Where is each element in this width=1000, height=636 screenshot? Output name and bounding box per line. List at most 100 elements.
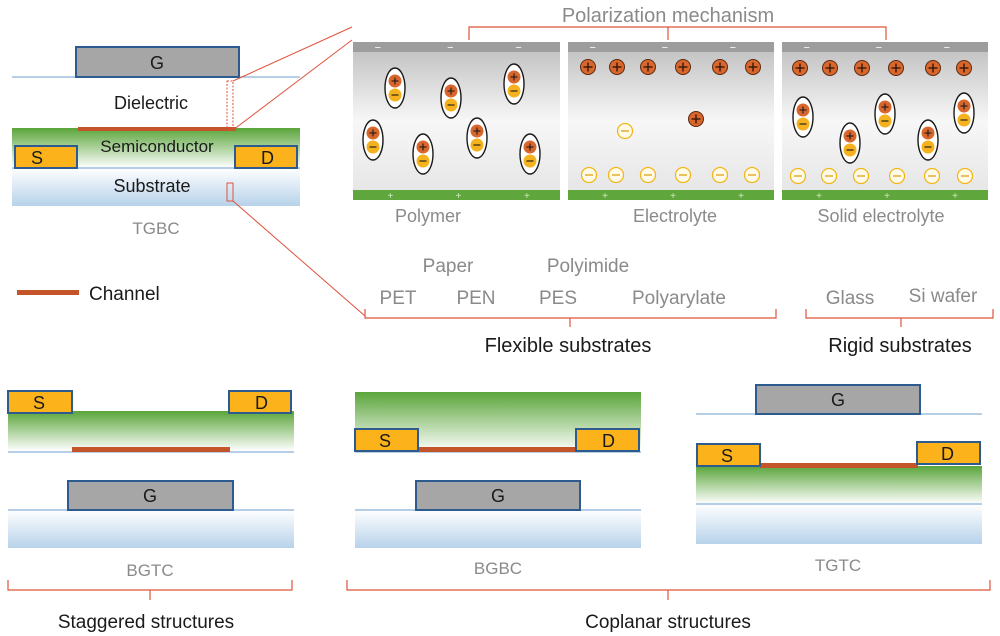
tgbc-structure: G Dielectric S D Semiconductor Substrate… (12, 46, 300, 238)
bgtc-gate (67, 480, 234, 511)
electrolyte-cation (712, 59, 728, 75)
solid-electrolyte-cation (822, 60, 838, 76)
tgbc-drain-label: D (261, 148, 274, 168)
bgbc-substrate-layer (355, 510, 641, 548)
tgbc-caption: TGBC (132, 219, 179, 238)
bgtc-substrate-layer (8, 510, 294, 548)
rigid-substrates-label: Rigid substrates (828, 335, 971, 357)
mechanism-panels: −+−+−+−+−+−+−+−+−+ (353, 42, 988, 202)
bgbc-source (354, 428, 419, 452)
electrode-minus-sign: − (804, 42, 810, 54)
tgtc-gate-label: G (831, 390, 845, 410)
solid-electrolyte-dipole (792, 96, 814, 138)
panel-electrolyte: −+−+−+ (568, 42, 774, 202)
panel-background (568, 42, 774, 200)
tgtc-substrate-layer (696, 504, 982, 544)
channel-legend: Channel (17, 284, 160, 305)
tgbc-channel (78, 127, 236, 131)
bgtc-drain-label: D (255, 393, 268, 413)
tgtc-source-label: S (721, 446, 733, 466)
electrolyte-anion (711, 166, 729, 184)
tgtc-channel (760, 463, 918, 468)
bgbc-drain-label: D (602, 431, 615, 451)
tgtc-drain-label: D (941, 444, 954, 464)
tgtc-source (696, 443, 761, 467)
electrode-plus-sign: + (456, 191, 462, 202)
bgbc-drain (575, 428, 640, 452)
bgtc-source (7, 390, 73, 414)
tgtc-caption: TGTC (815, 556, 861, 575)
electrode-minus-sign: − (375, 42, 381, 54)
solid-electrolyte-cation (956, 60, 972, 76)
electrolyte-anion (616, 122, 634, 140)
electrolyte-cation (688, 111, 704, 127)
electrode-plus-sign: + (738, 191, 744, 202)
substrate-polyimide: Polyimide (547, 256, 629, 277)
bgtc-drain (228, 390, 292, 414)
solid-electrolyte-anion (852, 167, 870, 185)
bgbc-caption: BGBC (474, 559, 522, 578)
panel-polymer: −+−+−+ (353, 42, 560, 202)
panel-top-electrode (782, 42, 988, 52)
substrate-pen: PEN (456, 288, 495, 309)
panel-top-electrode (568, 42, 774, 52)
dielectric-zoom-line-top (232, 26, 353, 82)
substrate-polyarylate: Polyarylate (632, 288, 726, 309)
polymer-dipole (362, 119, 384, 161)
bgtc-structure: S D G BGTC (7, 390, 294, 580)
electrolyte-cation (609, 59, 625, 75)
electrode-plus-sign: + (524, 191, 530, 202)
substrates-section: Paper Polyimide PET PEN PES Polyarylate … (364, 256, 994, 357)
electrode-minus-sign: − (515, 42, 521, 54)
polymer-dipole (466, 117, 488, 159)
tgtc-drain (916, 441, 981, 465)
electrode-minus-sign: − (447, 42, 453, 54)
channel-legend-label: Channel (89, 284, 160, 305)
substrate-si-wafer: Si wafer (909, 286, 978, 307)
electrolyte-cation (675, 59, 691, 75)
electrolyte-cation (745, 59, 761, 75)
substrate-zoom-line (232, 200, 366, 317)
flexible-bracket (364, 309, 777, 319)
electrolyte-anion (639, 166, 657, 184)
bgbc-source-label: S (379, 431, 391, 451)
tgbc-substrate-layer (12, 168, 300, 206)
panel-bottom-electrode (568, 190, 774, 200)
tgbc-source (14, 145, 78, 169)
tgtc-structure: G S D TGTC (696, 384, 982, 575)
electrode-minus-sign: − (662, 42, 668, 54)
substrate-glass: Glass (826, 288, 875, 309)
bgtc-source-label: S (33, 393, 45, 413)
solid-electrolyte-cation (792, 60, 808, 76)
tgtc-gate (755, 384, 921, 415)
solid-electrolyte-cation (925, 60, 941, 76)
tgbc-substrate-label: Substrate (113, 176, 190, 196)
electrolyte-cation (640, 59, 656, 75)
electrode-plus-sign: + (816, 191, 822, 202)
flexible-substrates-label: Flexible substrates (485, 335, 652, 357)
electrode-minus-sign: − (876, 42, 882, 54)
electrolyte-anion (607, 166, 625, 184)
panel-bottom-electrode (782, 190, 988, 200)
substrate-pet: PET (380, 288, 417, 309)
tgbc-source-label: S (31, 148, 43, 168)
polymer-dipole (440, 77, 462, 119)
tgbc-semiconductor-label: Semiconductor (100, 137, 214, 156)
bgtc-channel (72, 447, 230, 452)
solid-electrolyte-anion (923, 167, 941, 185)
electrode-minus-sign: − (944, 42, 950, 54)
electrode-plus-sign: + (670, 191, 676, 202)
panel-top-electrode (353, 42, 560, 52)
bgbc-gate-label: G (491, 486, 505, 506)
polymer-dipole (384, 67, 406, 109)
panel-label-polymer: Polymer (395, 206, 461, 226)
electrode-plus-sign: + (952, 191, 958, 202)
coplanar-structures-label: Coplanar structures (585, 612, 751, 633)
solid-electrolyte-dipole (839, 122, 861, 164)
dielectric-zoom-box (226, 80, 234, 131)
electrolyte-cation (580, 59, 596, 75)
tgtc-semiconductor-layer (696, 466, 982, 504)
zoom-connectors (226, 26, 366, 317)
bgbc-gate (415, 480, 581, 511)
